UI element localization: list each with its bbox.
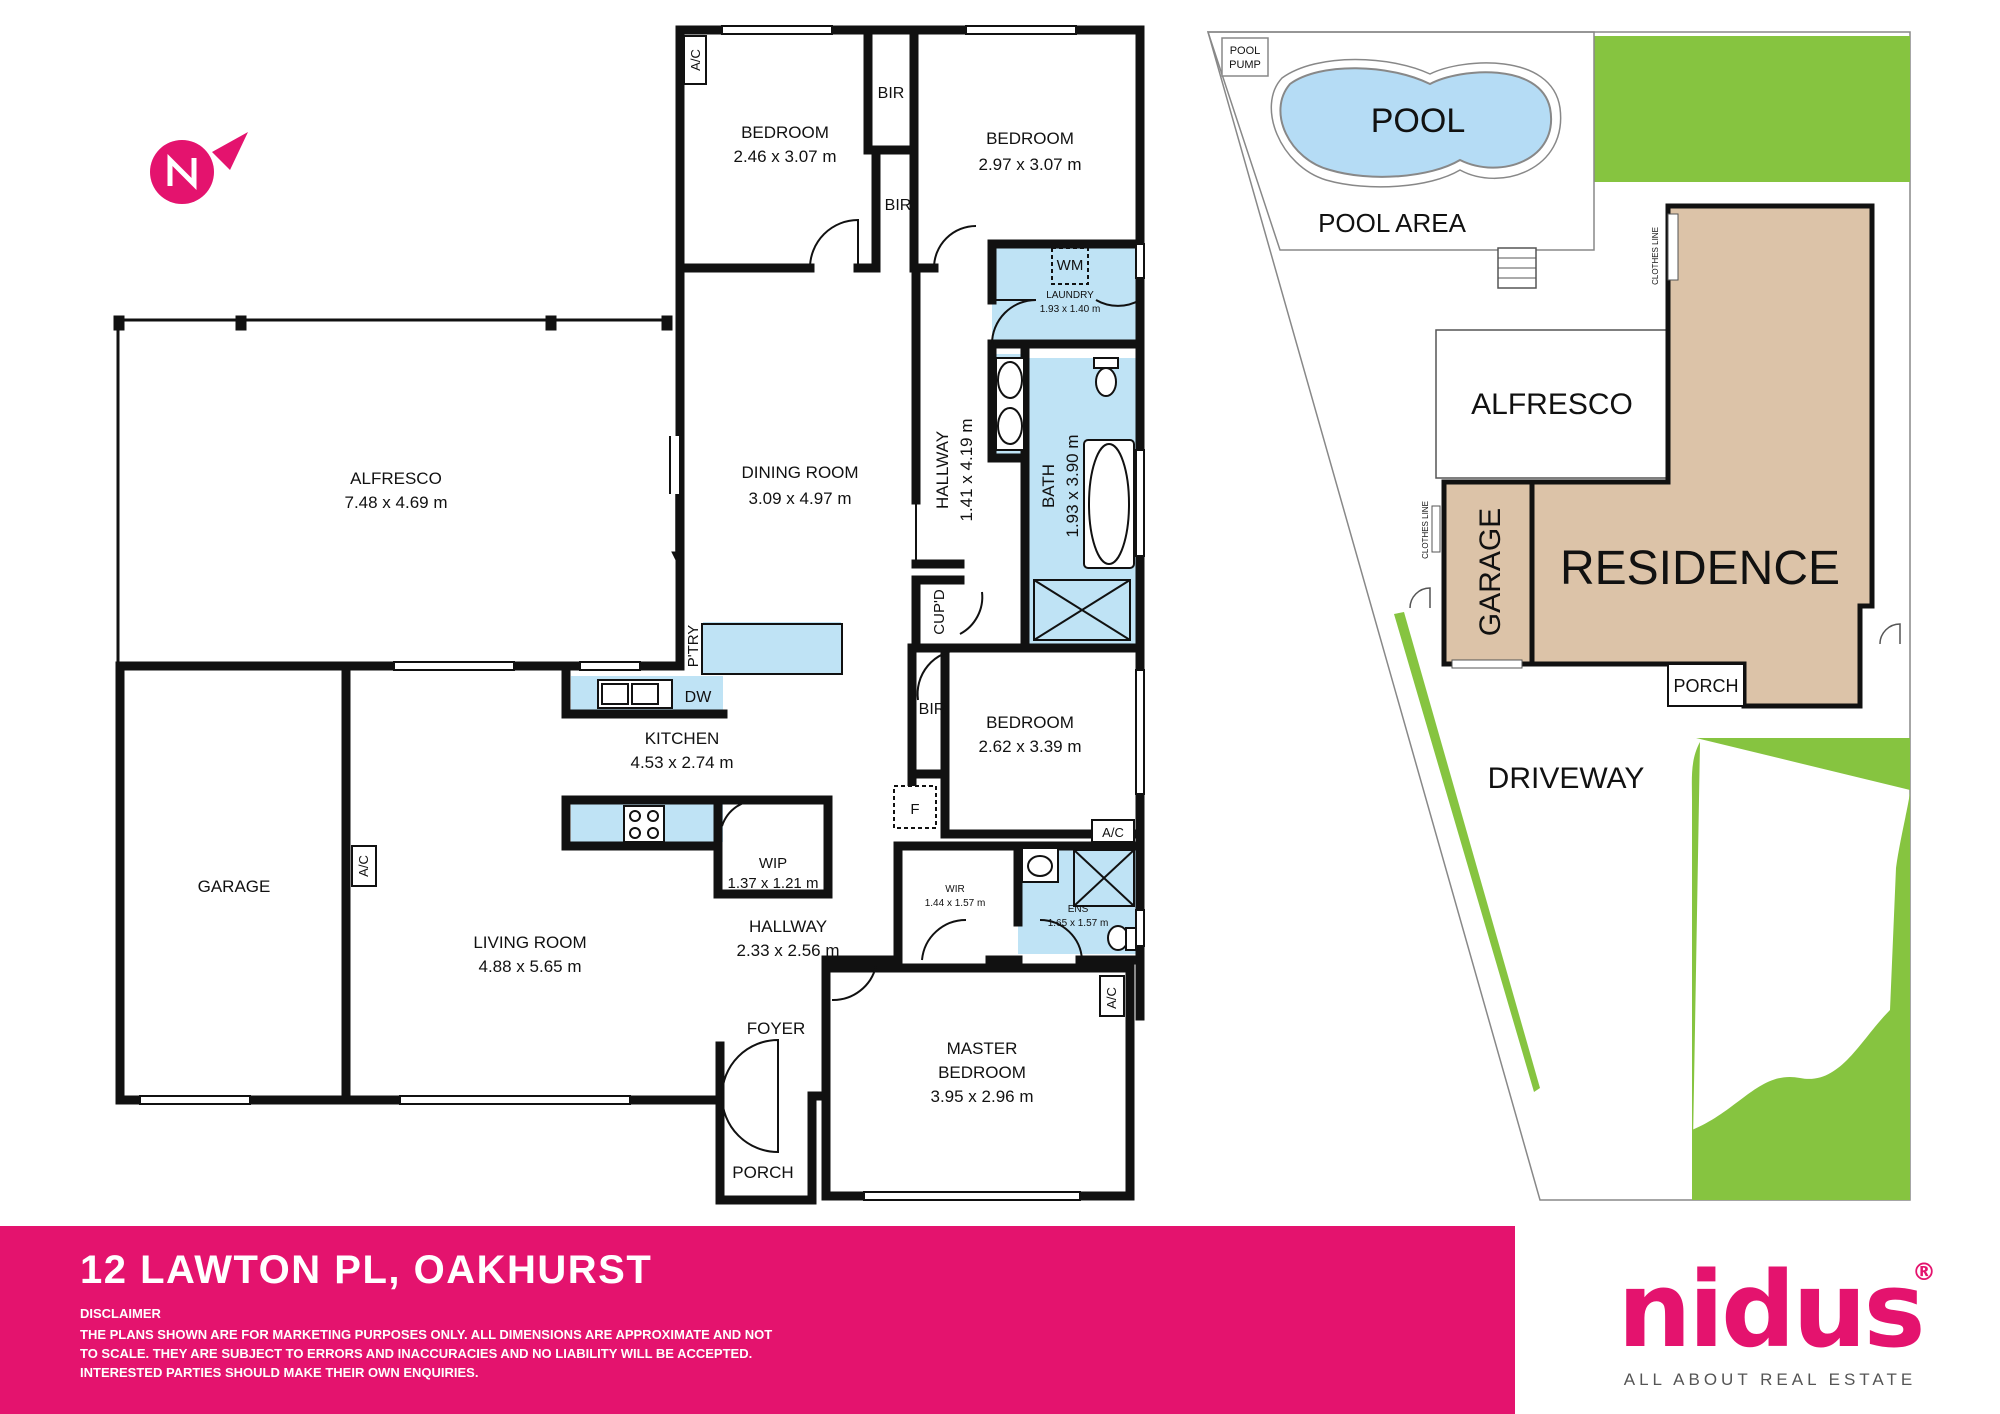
floorplan-walls <box>115 25 1145 1205</box>
north-arrow-icon <box>150 132 248 204</box>
bathroom-fixtures <box>597 247 1137 951</box>
bir-label-1: BIR <box>878 85 905 102</box>
room-foyer-name: FOYER <box>747 1019 806 1038</box>
ptry-label: P'TRY <box>685 625 702 668</box>
room-bedroom-2-dims: 2.46 x 3.07 m <box>733 147 836 166</box>
site-clothes-line-2: CLOTHES LINE <box>1421 501 1430 559</box>
brand-tagline: ALL ABOUT REAL ESTATE <box>1623 1370 1917 1389</box>
room-hallway-2-dims: 2.33 x 2.56 m <box>736 941 839 960</box>
brand-logo: nidus ® ALL ABOUT REAL ESTATE <box>1600 1258 1940 1390</box>
property-address: 12 LAWTON PL, OAKHURST <box>80 1248 653 1292</box>
room-dining-name: DINING ROOM <box>741 463 858 482</box>
room-kitchen-name: KITCHEN <box>645 729 720 748</box>
ac-label-1: A/C <box>688 49 703 71</box>
room-master-dims: 3.95 x 2.96 m <box>930 1087 1033 1106</box>
alfresco-outline <box>113 315 843 675</box>
room-ens-name: ENS <box>1068 904 1089 915</box>
room-master-name-1: MASTER <box>947 1039 1018 1058</box>
room-wip-dims: 1.37 x 1.21 m <box>728 875 819 892</box>
room-wip-name: WIP <box>759 855 787 872</box>
footer-banner <box>0 1226 1515 1414</box>
room-laundry-name: LAUNDRY <box>1046 290 1094 301</box>
site-porch: PORCH <box>1673 676 1738 696</box>
room-bedroom-3-name: BEDROOM <box>986 129 1074 148</box>
fridge-label: F <box>910 801 919 818</box>
windows <box>139 25 1145 1201</box>
site-residence: RESIDENCE <box>1560 542 1840 595</box>
doors <box>721 218 1141 1154</box>
room-ens-dims: 1.65 x 1.57 m <box>1048 918 1109 929</box>
disclaimer-text: THE PLANS SHOWN ARE FOR MARKETING PURPOS… <box>80 1327 773 1380</box>
room-bath-name: BATH <box>1039 464 1058 508</box>
room-bedroom-4-name: BEDROOM <box>986 713 1074 732</box>
site-plan: POOL PUMP POOL POOL AREA CLOTHES LINE CL… <box>1206 31 1911 1201</box>
brand-name: nidus <box>1617 1249 1925 1371</box>
dw-label: DW <box>685 689 713 706</box>
room-alfresco-dims: 7.48 x 4.69 m <box>344 493 447 512</box>
room-wir-name: WIR <box>945 884 964 895</box>
room-porch-name: PORCH <box>732 1163 793 1182</box>
disclaimer-title: DISCLAIMER <box>80 1306 161 1321</box>
room-laundry-dims: 1.93 x 1.40 m <box>1040 304 1101 315</box>
ac-label-3: A/C <box>356 855 371 877</box>
site-alfresco: ALFRESCO <box>1471 388 1633 421</box>
bir-label-3: BIR <box>919 701 946 718</box>
room-alfresco-name: ALFRESCO <box>350 469 442 488</box>
bir-label-2: BIR <box>885 197 912 214</box>
wm-label: WM <box>1057 257 1084 274</box>
room-wir-dims: 1.44 x 1.57 m <box>925 898 986 909</box>
site-pool-pump-1: POOL <box>1230 45 1261 57</box>
site-clothes-line-1: CLOTHES LINE <box>1651 227 1660 285</box>
site-driveway: DRIVEWAY <box>1488 762 1645 795</box>
site-pool-area: POOL AREA <box>1318 208 1467 238</box>
room-garage-name: GARAGE <box>198 877 271 896</box>
room-master-name-2: BEDROOM <box>938 1063 1026 1082</box>
site-garage: GARAGE <box>1474 508 1507 636</box>
floorplan-labels: BEDROOM 2.46 x 3.07 m BEDROOM 2.97 x 3.0… <box>198 49 1124 1182</box>
ac-label-2: A/C <box>1102 825 1124 840</box>
room-dining-dims: 3.09 x 4.97 m <box>748 489 851 508</box>
room-living-name: LIVING ROOM <box>473 933 586 952</box>
room-living-dims: 4.88 x 5.65 m <box>478 957 581 976</box>
room-kitchen-dims: 4.53 x 2.74 m <box>630 753 733 772</box>
built-in-boxes <box>351 35 1135 1017</box>
site-pool: POOL <box>1371 102 1465 140</box>
room-bath-dims: 1.93 x 3.90 m <box>1063 434 1082 537</box>
room-hallway-1-name: HALLWAY <box>933 431 952 509</box>
ac-label-4: A/C <box>1104 987 1119 1009</box>
site-pool-pump-2: PUMP <box>1229 59 1261 71</box>
registered-mark: ® <box>1912 1258 1936 1286</box>
room-hallway-1-dims: 1.41 x 4.19 m <box>957 418 976 521</box>
room-bedroom-4-dims: 2.62 x 3.39 m <box>978 737 1081 756</box>
room-bedroom-3-dims: 2.97 x 3.07 m <box>978 155 1081 174</box>
cupd-label: CUP'D <box>931 589 948 635</box>
room-bedroom-2-name: BEDROOM <box>741 123 829 142</box>
room-hallway-2-name: HALLWAY <box>749 917 827 936</box>
